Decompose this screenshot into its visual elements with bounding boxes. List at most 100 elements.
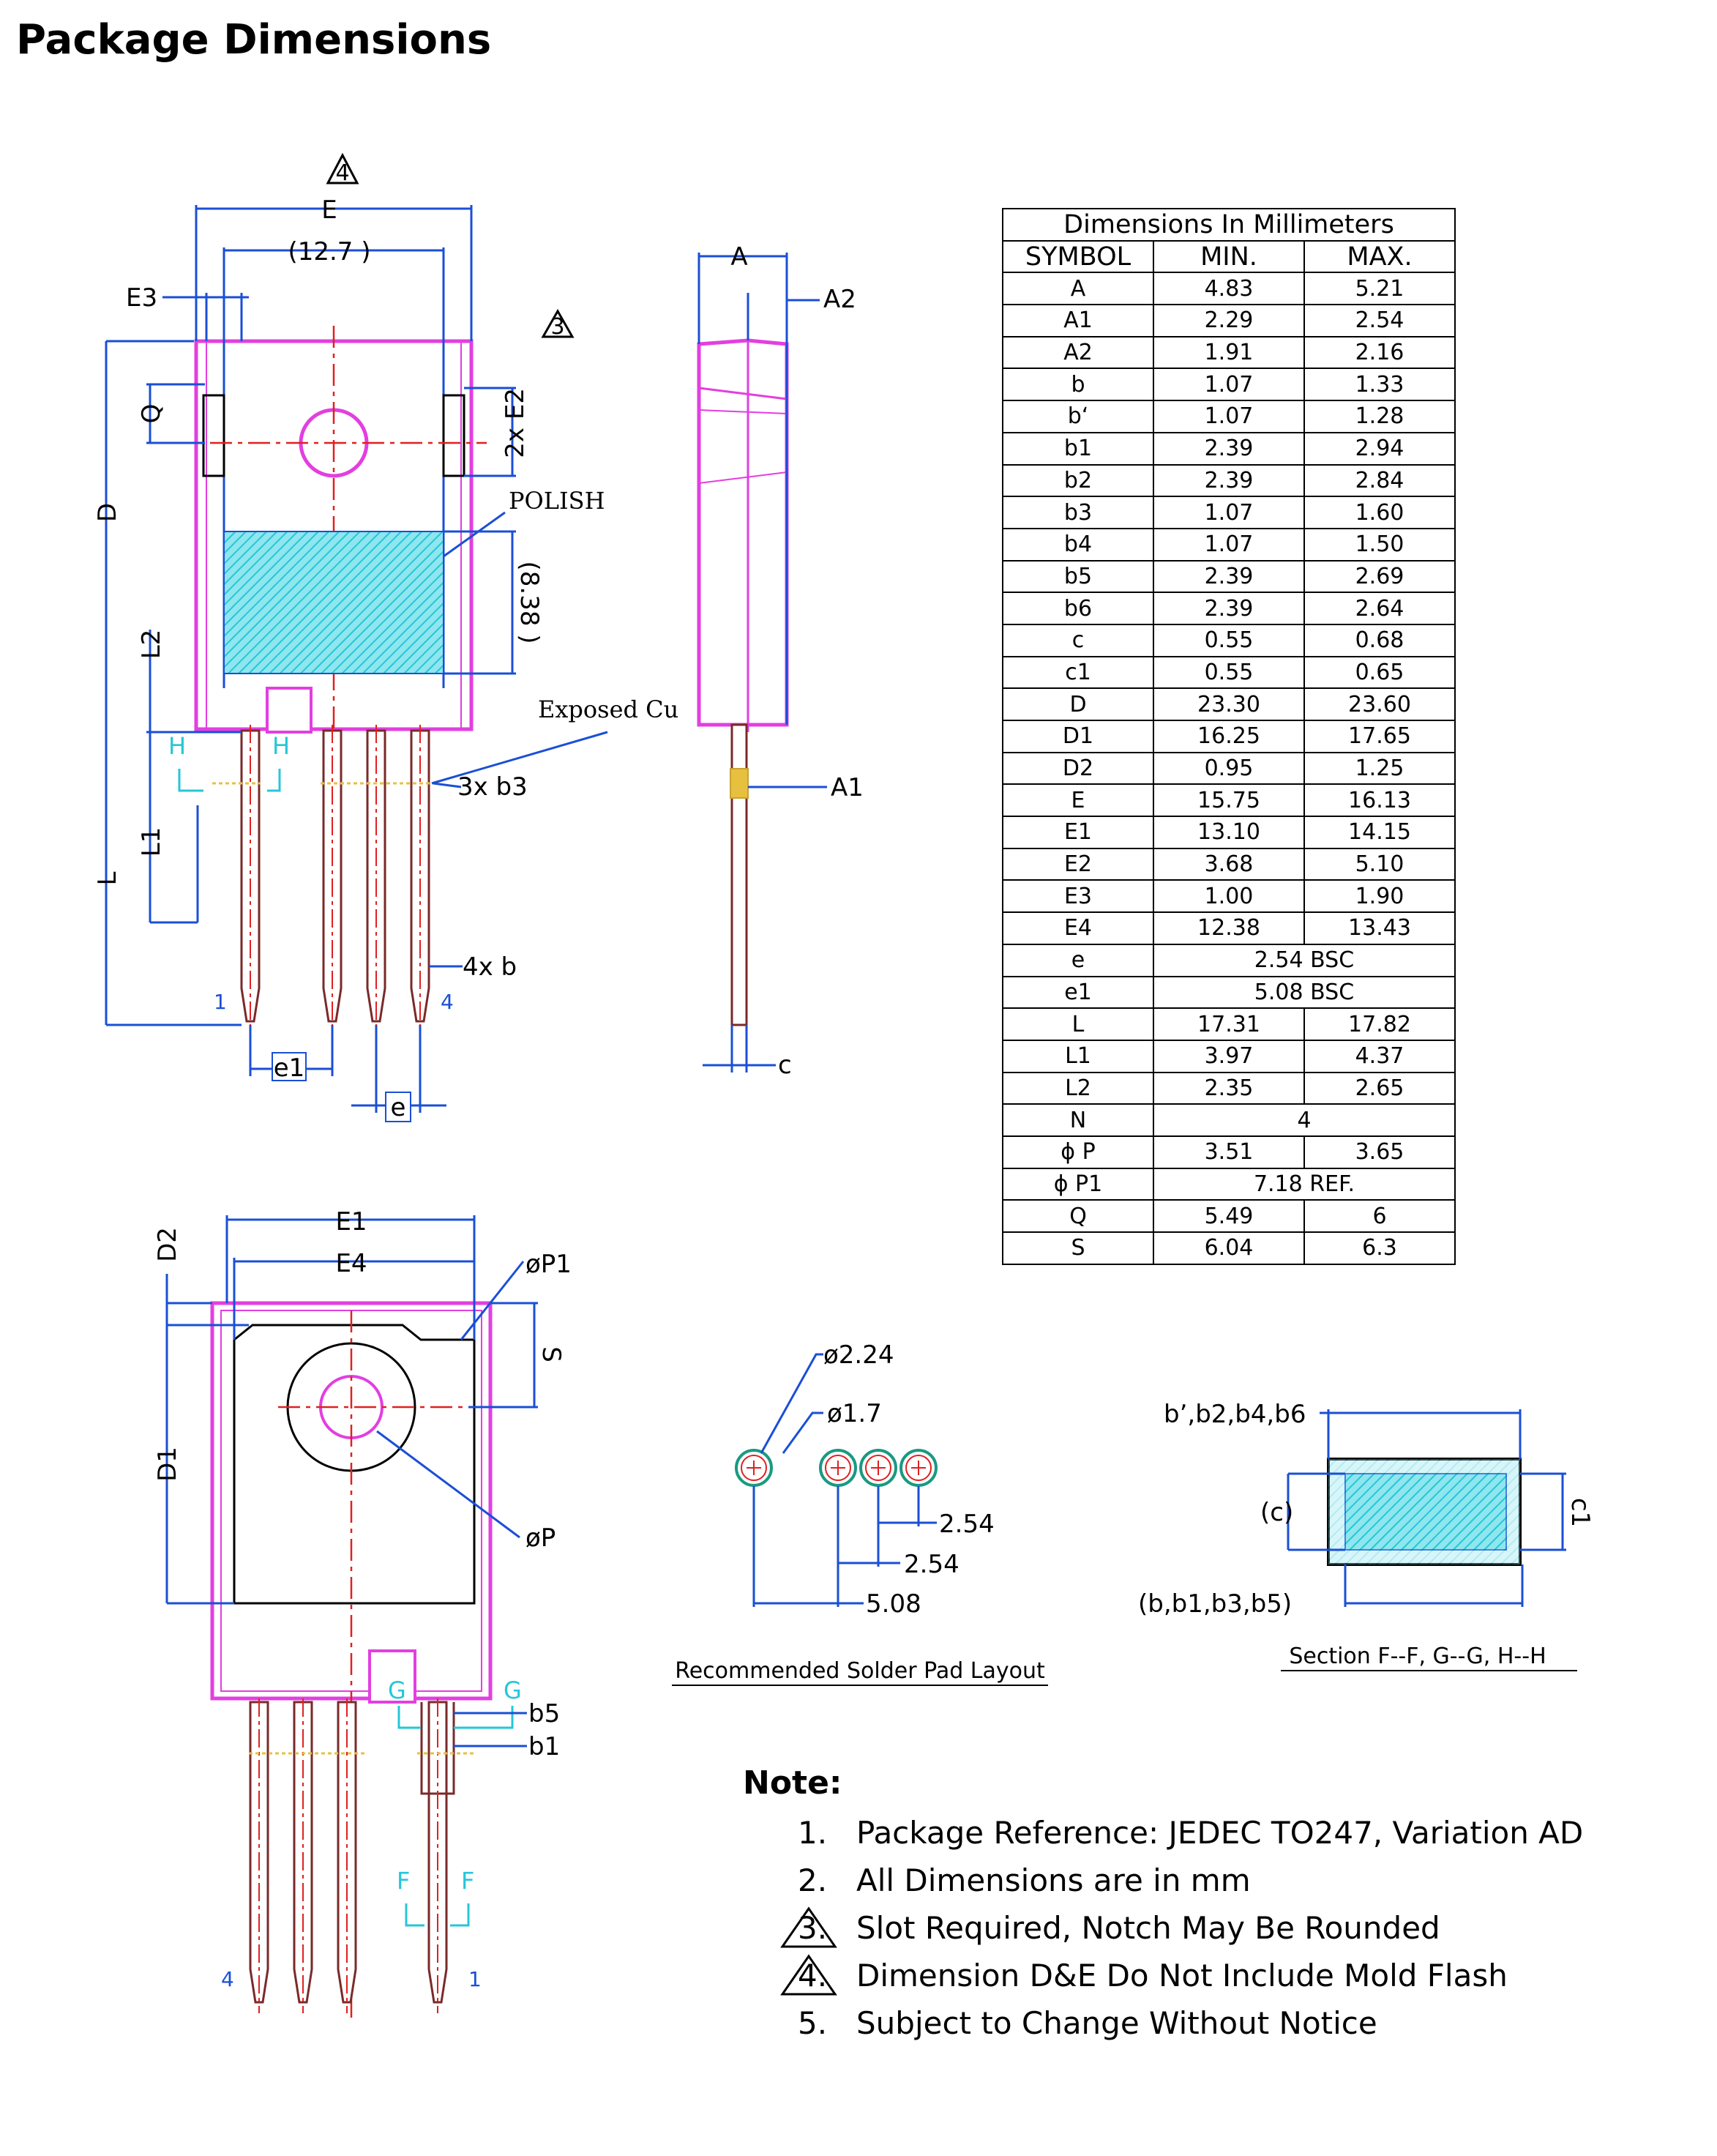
section-g-right: G: [504, 1676, 522, 1704]
cell-max: 23.60: [1303, 687, 1456, 721]
cell-min: 23.30: [1153, 687, 1305, 721]
cell-value-merged: 5.08 BSC: [1153, 975, 1456, 1010]
polish-area: [223, 531, 444, 674]
label-exposed-cu: Exposed Cu: [538, 695, 678, 723]
cell-max: 1.25: [1303, 751, 1456, 786]
dim-e: E: [321, 195, 337, 225]
section-caption: Section F--F, G--G, H--H: [1289, 1644, 1546, 1669]
cell-max: 5.21: [1303, 272, 1456, 306]
cell-max: 0.68: [1303, 623, 1456, 657]
cell-min: 3.68: [1153, 847, 1305, 881]
cell-min: 3.97: [1153, 1039, 1305, 1073]
dim-12-7: (12.7 ): [288, 237, 370, 266]
cell-min: 13.10: [1153, 816, 1305, 849]
dim-c: c: [778, 1051, 792, 1080]
cell-max: 1.60: [1303, 496, 1456, 529]
note-number: 1.: [798, 1815, 828, 1851]
cell-min: 0.95: [1153, 751, 1305, 786]
cell-symbol: L: [1002, 1007, 1154, 1041]
cell-max: 6: [1303, 1199, 1456, 1233]
cell-symbol: b3: [1002, 496, 1154, 529]
cell-max: 1.90: [1303, 879, 1456, 914]
cell-min: 0.55: [1153, 655, 1305, 690]
cell-min: 2.39: [1153, 592, 1305, 625]
dim-d2: D2: [153, 1227, 182, 1262]
cell-symbol: e: [1002, 943, 1154, 977]
cell-min: 1.91: [1153, 335, 1305, 370]
col-min: MIN.: [1153, 239, 1305, 274]
section-f-left: F: [397, 1867, 410, 1895]
note-marker-3: [541, 308, 575, 338]
dim-a2: A2: [823, 285, 856, 314]
note-text: Subject to Change Without Notice: [856, 2005, 1377, 2041]
note-marker-4: [326, 152, 359, 184]
cell-symbol: E: [1002, 783, 1154, 818]
cell-max: 3.65: [1303, 1135, 1456, 1169]
cell-symbol: b5: [1002, 559, 1154, 594]
note-text: All Dimensions are in mm: [856, 1862, 1251, 1898]
cell-min: 5.49: [1153, 1199, 1305, 1233]
cell-symbol: ϕ P: [1002, 1135, 1154, 1169]
cell-min: 2.29: [1153, 304, 1305, 337]
front-leads: [240, 729, 430, 1023]
side-lead: [730, 723, 748, 1026]
cell-min: 17.31: [1153, 1007, 1305, 1041]
side-view: A A2 A1 c: [697, 242, 864, 1080]
dim-q: Q: [137, 404, 166, 424]
note-number: 4.: [798, 1958, 828, 1993]
section-h-right: H: [272, 732, 290, 760]
label-polish: POLISH: [509, 487, 605, 515]
section-label-c1: c1: [1566, 1498, 1595, 1527]
dim-pad-254b: 2.54: [904, 1550, 960, 1579]
section-g-left: G: [388, 1676, 406, 1704]
dim-e2: 2x E2: [501, 388, 530, 458]
marker-4-text: 4: [335, 160, 349, 186]
dim-pad-508: 5.08: [866, 1589, 921, 1619]
cell-symbol: D2: [1002, 751, 1154, 786]
cell-symbol: c1: [1002, 655, 1154, 690]
note-item: 5. Subject to Change Without Notice: [743, 2005, 1377, 2053]
cell-min: 0.55: [1153, 623, 1305, 657]
cell-max: 1.28: [1303, 400, 1456, 433]
cell-min: 1.07: [1153, 496, 1305, 529]
note-number: 3.: [798, 1910, 828, 1946]
cell-min: 16.25: [1153, 720, 1305, 753]
cell-symbol: ϕ P1: [1002, 1167, 1154, 1201]
dim-l2: L2: [137, 630, 166, 660]
col-max: MAX.: [1303, 239, 1456, 274]
dim-8-38: (8.38 ): [515, 561, 544, 644]
cell-min: 2.39: [1153, 431, 1305, 466]
dim-d1: D1: [153, 1447, 182, 1482]
cell-max: 1.50: [1303, 527, 1456, 562]
section-label-bottom: (b,b1,b3,b5): [1138, 1589, 1292, 1619]
cell-symbol: b‘: [1002, 400, 1154, 433]
cell-max: 2.16: [1303, 335, 1456, 370]
cell-max: 2.69: [1303, 559, 1456, 594]
marker-3-text: 3: [550, 314, 564, 340]
section-view: b’,b2,b4,b6 (c) c1 (b,b1,b3,b5) Section …: [1138, 1400, 1595, 1671]
back-view: G G F F 4 1 E1 E4 øP1 øP D2: [153, 1207, 572, 2021]
cell-symbol: E2: [1002, 847, 1154, 881]
back-pin-4: 4: [221, 1967, 234, 1991]
dim-d: D: [93, 503, 122, 522]
dimension-table: Dimensions In Millimeters SYMBOL MIN. MA…: [1002, 208, 1456, 1265]
cell-value-merged: 4: [1153, 1103, 1456, 1137]
